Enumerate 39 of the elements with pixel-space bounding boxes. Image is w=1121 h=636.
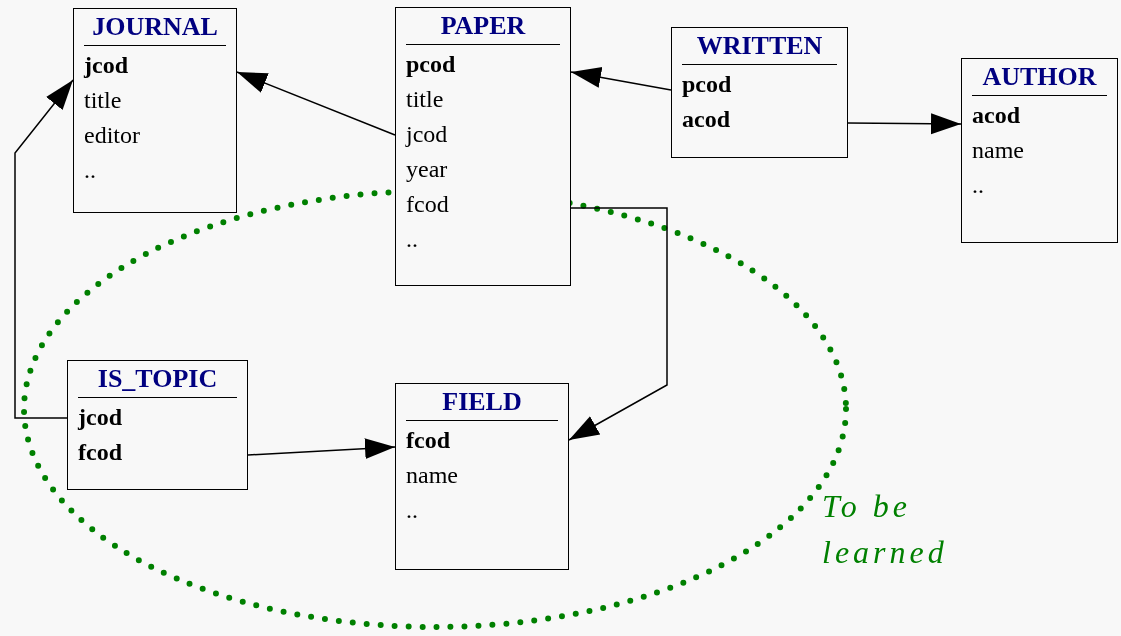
table-box bbox=[73, 8, 237, 213]
field-name: fcod bbox=[406, 190, 450, 219]
table-title: FIELD bbox=[442, 387, 522, 416]
arrow bbox=[236, 71, 396, 136]
table-box bbox=[671, 27, 848, 158]
table-title: JOURNAL bbox=[92, 12, 218, 41]
field-name: name bbox=[406, 461, 459, 490]
field-name: .. bbox=[406, 496, 419, 525]
table-box bbox=[961, 58, 1118, 243]
field-name: title bbox=[84, 86, 123, 115]
field-name: title bbox=[406, 85, 445, 114]
table-title: AUTHOR bbox=[982, 62, 1097, 91]
table-box bbox=[395, 7, 571, 286]
table-title: IS_TOPIC bbox=[97, 364, 218, 393]
field-name: name bbox=[972, 136, 1025, 165]
table-box bbox=[67, 360, 248, 490]
field-name: fcod bbox=[406, 426, 451, 455]
arrow bbox=[14, 79, 74, 419]
field-name: editor bbox=[84, 121, 141, 150]
field-name: jcod bbox=[84, 51, 129, 80]
region-label: To be learned bbox=[822, 487, 949, 572]
field-name: .. bbox=[972, 171, 985, 200]
arrow bbox=[568, 207, 668, 441]
field-name: acod bbox=[972, 101, 1021, 130]
arrow bbox=[847, 113, 962, 135]
table-title: PAPER bbox=[440, 11, 526, 40]
arrow bbox=[570, 67, 672, 91]
field-name: acod bbox=[682, 105, 731, 134]
arrow bbox=[247, 438, 396, 460]
field-name: jcod bbox=[78, 403, 123, 432]
field-name: .. bbox=[406, 225, 419, 254]
field-name: pcod bbox=[682, 70, 733, 99]
table-title: WRITTEN bbox=[696, 31, 823, 60]
field-name: year bbox=[406, 155, 449, 184]
field-name: pcod bbox=[406, 50, 457, 79]
table-box bbox=[395, 383, 569, 570]
field-name: jcod bbox=[406, 120, 449, 149]
field-name: fcod bbox=[78, 438, 123, 467]
field-name: .. bbox=[84, 156, 97, 185]
